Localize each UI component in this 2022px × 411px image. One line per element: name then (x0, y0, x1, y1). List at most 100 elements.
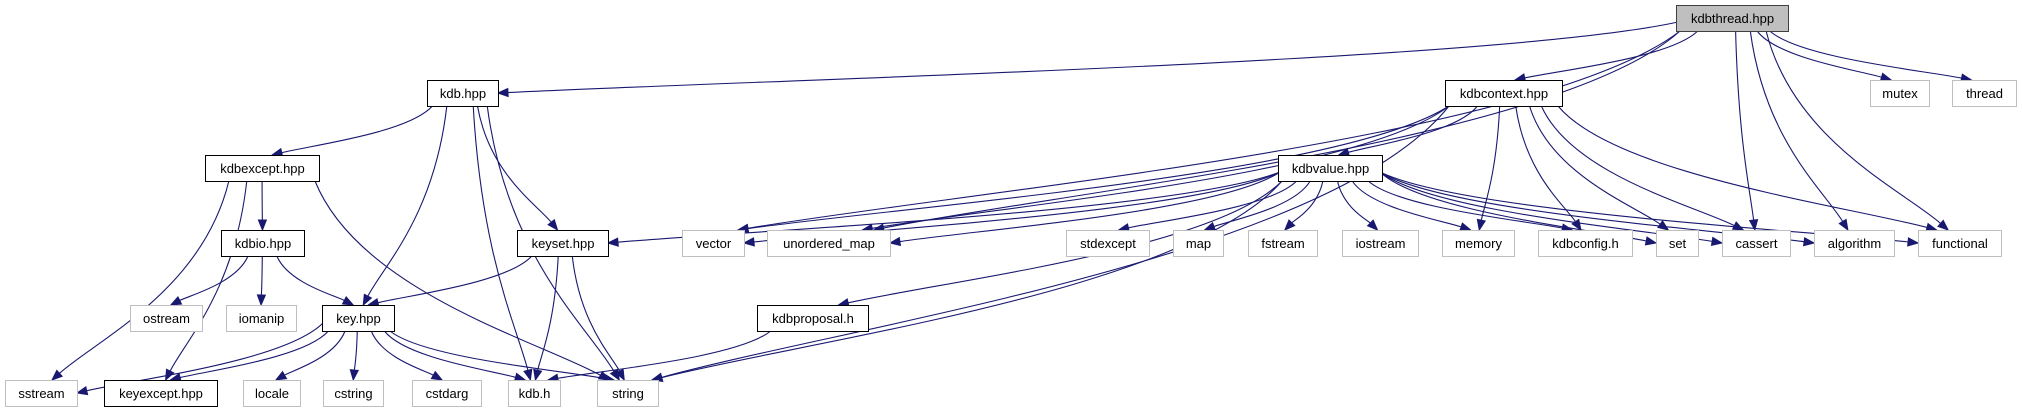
edge-line (1529, 105, 1661, 225)
node-label: cstring (334, 386, 372, 401)
edge-line (1351, 180, 1462, 228)
edge-kdbthread-to-algorithm (1749, 30, 1849, 232)
edge-kdbcontext-to-set (1529, 105, 1670, 231)
node-kdbproposal[interactable]: kdbproposal.h (757, 305, 869, 332)
node-sstream[interactable]: sstream (5, 380, 78, 407)
edge-line (1765, 30, 1941, 224)
node-ostream[interactable]: ostream (130, 305, 203, 332)
edge-kdbvalue-to-unordered_map (888, 171, 1281, 247)
node-string[interactable]: string (597, 380, 659, 407)
edge-kdbthread-to-functional (1765, 30, 1950, 231)
node-unordered-map[interactable]: unordered_map (767, 230, 891, 257)
node-kdbh[interactable]: kdb.h (508, 380, 561, 407)
arrowhead-icon (257, 219, 268, 232)
node-memory[interactable]: memory (1442, 230, 1515, 257)
node-kdbio[interactable]: kdbio.hpp (221, 230, 305, 257)
node-keyhpp[interactable]: key.hpp (322, 305, 395, 332)
node-box (130, 305, 203, 332)
edge-line (59, 180, 230, 374)
node-box (1173, 230, 1224, 257)
node-label: functional (1932, 236, 1988, 251)
node-label: keyexcept.hpp (119, 386, 203, 401)
edge-kdbhpp-to-keyset (476, 105, 559, 232)
arrowhead-icon (1459, 222, 1472, 232)
edge-kdbcontext-to-memory (1476, 105, 1501, 232)
edge-line (276, 255, 345, 301)
edge-line (537, 255, 559, 371)
edge-keyhpp-to-cstdarg (370, 330, 444, 381)
node-box (243, 380, 301, 407)
node-label: cassert (1736, 236, 1778, 251)
node-mutex[interactable]: mutex (1870, 80, 1930, 107)
node-label: thread (1966, 86, 2003, 101)
node-box (323, 380, 384, 407)
edge-kdbcontext-to-functional (1557, 105, 1939, 232)
edge-line (1367, 180, 1563, 229)
node-kdbconfig[interactable]: kdbconfig.h (1538, 230, 1633, 257)
node-keyexcept[interactable]: keyexcept.hpp (104, 380, 218, 407)
node-box (508, 380, 561, 407)
node-label: kdbthread.hpp (1691, 11, 1774, 26)
edge-line (353, 330, 358, 371)
node-label: set (1669, 236, 1687, 251)
arrowhead-icon (1802, 236, 1816, 247)
node-box (1342, 230, 1419, 257)
node-box (427, 80, 499, 107)
edge-kdbcontext-to-kdbvalue (1337, 105, 1478, 157)
node-kdbhpp[interactable]: kdb.hpp (427, 80, 499, 107)
arrowhead-icon (75, 386, 89, 396)
node-kdbexcept[interactable]: kdbexcept.hpp (205, 155, 320, 182)
edge-line (1769, 30, 1962, 79)
edge-kdbvalue-to-stdexcept (1117, 180, 1298, 233)
arrowhead-icon (742, 237, 755, 247)
arrowhead-icon (256, 294, 267, 307)
node-kdbthread[interactable]: kdbthread.hpp (1676, 5, 1789, 32)
node-cstdarg[interactable]: cstdarg (412, 380, 482, 407)
edge-line (872, 105, 1450, 229)
edge-kdbhpp-to-keyhpp (362, 105, 448, 307)
node-label: cstdarg (426, 386, 469, 401)
node-box (597, 380, 659, 407)
arrowhead-icon (51, 369, 64, 381)
node-locale[interactable]: locale (243, 380, 301, 407)
edge-line (1336, 180, 1371, 224)
edge-line (284, 330, 346, 376)
node-keyset[interactable]: keyset.hpp (517, 230, 609, 257)
edge-line (179, 255, 249, 301)
node-cstring[interactable]: cstring (323, 380, 384, 407)
edge-line (747, 105, 1450, 230)
node-iostream[interactable]: iostream (1342, 230, 1419, 257)
arrowhead-icon (547, 218, 559, 232)
node-map[interactable]: map (1173, 230, 1224, 257)
edge-keyset-to-kdbh (533, 255, 559, 382)
node-vector[interactable]: vector (682, 230, 745, 257)
edge-kdbcontext-to-kdbconfig (1515, 105, 1582, 232)
node-set[interactable]: set (1656, 230, 1699, 257)
node-functional[interactable]: functional (1918, 230, 2002, 257)
arrowhead-icon (1879, 72, 1893, 82)
node-box (1538, 230, 1633, 257)
node-box (767, 230, 891, 257)
node-iomanip[interactable]: iomanip (226, 305, 297, 332)
node-label: kdbexcept.hpp (220, 161, 305, 176)
node-box (517, 230, 609, 257)
node-box (226, 305, 297, 332)
node-box (682, 230, 745, 257)
node-kdbcontext[interactable]: kdbcontext.hpp (1445, 80, 1563, 107)
node-algorithm[interactable]: algorithm (1814, 230, 1895, 257)
edge-keyhpp-to-cstring (349, 330, 360, 382)
edge-line (169, 180, 248, 372)
node-stdexcept[interactable]: stdexcept (1066, 230, 1150, 257)
arrowhead-icon (362, 293, 373, 307)
node-kdbvalue[interactable]: kdbvalue.hpp (1278, 155, 1383, 182)
node-box (1442, 230, 1515, 257)
node-label: fstream (1261, 236, 1304, 251)
node-box (1676, 5, 1789, 32)
edge-line (1540, 105, 1735, 227)
edge-line (389, 330, 605, 379)
node-fstream[interactable]: fstream (1248, 230, 1318, 257)
edge-line (314, 180, 601, 376)
node-thread[interactable]: thread (1952, 80, 2017, 107)
edge-line (377, 255, 533, 304)
node-cassert[interactable]: cassert (1722, 230, 1791, 257)
